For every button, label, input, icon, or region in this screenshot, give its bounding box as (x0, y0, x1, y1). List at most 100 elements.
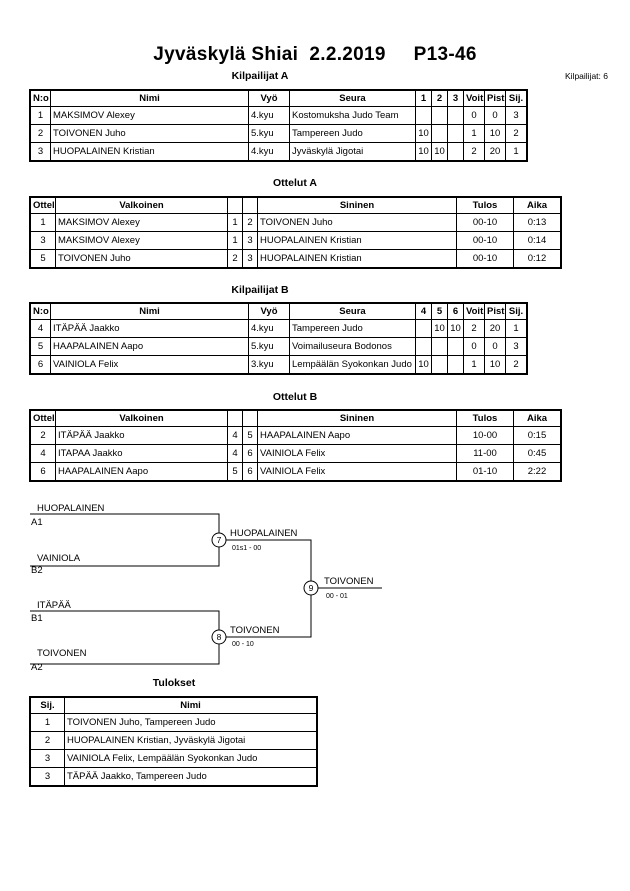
column-header: 6 (447, 303, 464, 320)
table-row: 2 TOIVONEN Juho 5.kyu Tampereen Judo 10 … (30, 124, 527, 143)
cell: 2 (463, 319, 485, 338)
cell: 20 (484, 319, 506, 338)
match9-score: 00 - 01 (326, 593, 348, 600)
cell: 0:45 (513, 444, 561, 463)
column-header: Ottelu (30, 197, 56, 214)
column-header: Pist. (484, 303, 506, 320)
cell: 2 (30, 124, 51, 143)
cell: 5 (30, 249, 56, 268)
column-header: Aika (513, 197, 561, 214)
bracket-entry-name: ITÄPÄÄ (37, 600, 71, 611)
cell: 5 (227, 462, 243, 481)
cell: 10 (415, 142, 432, 161)
table-row: 3 VAINIOLA Felix, Lempäälän Syokonkan Ju… (30, 749, 317, 768)
cell: 6 (30, 355, 51, 374)
match8-circle (211, 629, 227, 645)
column-header: Vyö (248, 303, 290, 320)
cell (447, 124, 464, 143)
cell: Kostomuksha Judo Team (289, 106, 416, 125)
cell: MAKSIMOV Alexey (55, 213, 228, 232)
column-header: Nimi (50, 90, 249, 107)
cell (431, 106, 448, 125)
table-row: 3 TÄPÄÄ Jaakko, Tampereen Judo (30, 767, 317, 786)
final-bracket: HUOPALAINEN A1 VAINIOLA B2 ITÄPÄÄ B1 TOI… (30, 503, 382, 673)
cell: HUOPALAINEN Kristian, Jyväskylä Jigotai (64, 731, 317, 750)
cell: 4 (30, 319, 51, 338)
column-header: Voit. (463, 90, 485, 107)
results-table: Sij. Nimi 1 TOIVONEN Juho, Tampereen Jud… (29, 696, 318, 787)
pool-b-header: N:o Nimi Vyö Seura 4 5 6 Voit. Pist. Sij… (30, 303, 527, 320)
cell: TOIVONEN Juho (50, 124, 249, 143)
cell: TOIVONEN Juho (55, 249, 228, 268)
cell: 2 (227, 249, 243, 268)
match8-winner: TOIVONEN (230, 625, 280, 636)
pool-a-header: N:o Nimi Vyö Seura 1 2 3 Voit. Pist. Sij… (30, 90, 527, 107)
cell (431, 355, 448, 374)
match8-score: 00 - 10 (232, 641, 254, 648)
match7-circle (211, 532, 227, 548)
cell: 6 (242, 462, 258, 481)
cell (415, 106, 432, 125)
column-header: Sij. (505, 303, 527, 320)
cell: 10 (484, 124, 506, 143)
table-row: 5 HAAPALAINEN Aapo 5.kyu Voimailuseura B… (30, 337, 527, 356)
results-header: Sij. Nimi (30, 697, 317, 714)
cell (447, 142, 464, 161)
matches-b-header: Ottelu Valkoinen Sininen Tulos Aika (30, 410, 561, 427)
cell: 4.kyu (248, 106, 290, 125)
cell: MAKSIMOV Alexey (50, 106, 249, 125)
table-row: 3 MAKSIMOV Alexey 1 3 HUOPALAINEN Kristi… (30, 231, 561, 250)
column-header: Seura (289, 90, 416, 107)
column-header: N:o (30, 303, 51, 320)
column-header: Seura (289, 303, 416, 320)
cell: 3 (242, 249, 258, 268)
column-header: Pist. (484, 90, 506, 107)
cell: 00-10 (456, 213, 514, 232)
cell: 01-10 (456, 462, 514, 481)
column-header: Valkoinen (55, 197, 228, 214)
column-header: Tulos (456, 410, 514, 427)
cell: 4.kyu (248, 142, 290, 161)
cell: TOIVONEN Juho, Tampereen Judo (64, 713, 317, 732)
cell: 4 (227, 426, 243, 445)
table-row: 1 MAKSIMOV Alexey 4.kyu Kostomuksha Judo… (30, 106, 527, 125)
cell: 3 (30, 231, 56, 250)
cell: 5 (30, 337, 51, 356)
match7-score: 01s1 - 00 (232, 545, 261, 552)
cell: 10 (447, 319, 464, 338)
match9-number: 9 (309, 583, 314, 593)
cell: 1 (505, 319, 527, 338)
column-header (227, 410, 243, 427)
cell: 0:12 (513, 249, 561, 268)
cell: 3.kyu (248, 355, 290, 374)
cell: 0:15 (513, 426, 561, 445)
column-header: Vyö (248, 90, 290, 107)
cell: Lempäälän Syokonkan Judo (289, 355, 416, 374)
bracket-entry-source: B2 (31, 565, 43, 576)
bracket-line-final (219, 539, 312, 638)
cell: 1 (463, 124, 485, 143)
cell (415, 337, 432, 356)
cell: ITAPAA Jaakko (55, 444, 228, 463)
column-header: Sininen (257, 197, 457, 214)
cell: 5.kyu (248, 337, 290, 356)
cell: 1 (30, 213, 56, 232)
cell: ITÄPÄÄ Jaakko (55, 426, 228, 445)
cell: HAAPALAINEN Aapo (55, 462, 228, 481)
table-row: 6 HAAPALAINEN Aapo 5 6 VAINIOLA Felix 01… (30, 462, 561, 481)
results-title: Tulokset (152, 677, 196, 689)
cell: 0 (463, 106, 485, 125)
cell: 3 (30, 749, 65, 768)
cell: 3 (505, 337, 527, 356)
column-header: Sij. (30, 697, 65, 714)
match7-winner: HUOPALAINEN (230, 528, 298, 539)
column-header (227, 197, 243, 214)
table-row: 1 TOIVONEN Juho, Tampereen Judo (30, 713, 317, 732)
table-row: 1 MAKSIMOV Alexey 1 2 TOIVONEN Juho 00-1… (30, 213, 561, 232)
cell: VAINIOLA Felix (257, 462, 457, 481)
column-header: 5 (431, 303, 448, 320)
cell: 3 (505, 106, 527, 125)
bracket-entry-name: TOIVONEN (37, 648, 87, 659)
column-header: Nimi (64, 697, 317, 714)
column-header: 2 (431, 90, 448, 107)
